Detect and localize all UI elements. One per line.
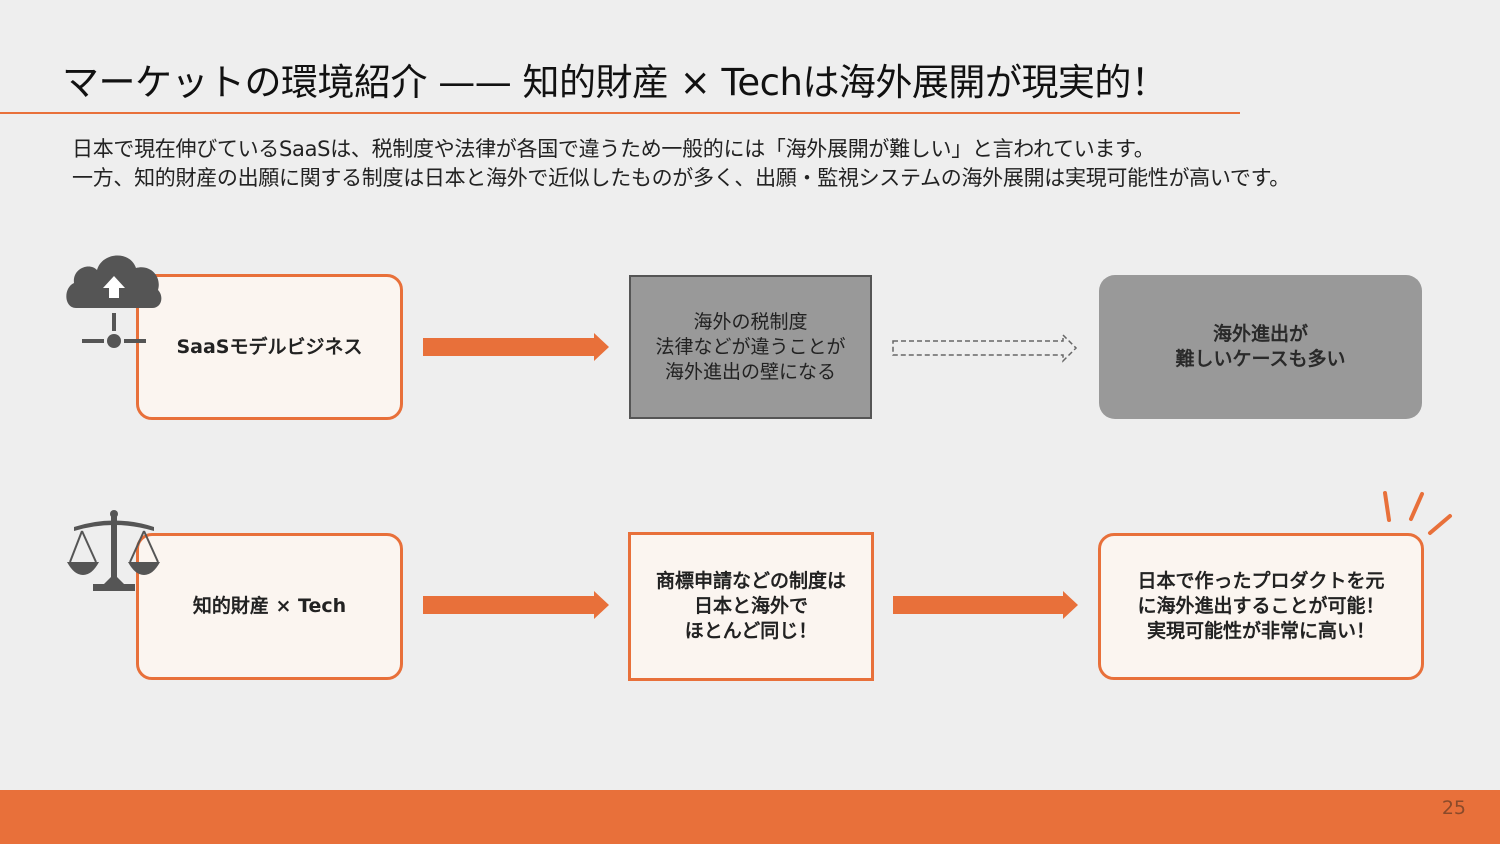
ip-start-label: 知的財産 × Tech bbox=[192, 595, 347, 617]
footer-bar bbox=[0, 790, 1500, 844]
saas-end-box: 海外進出が 難しいケースも多い bbox=[1099, 275, 1422, 419]
saas-middle-box: 海外の税制度 法律などが違うことが 海外進出の壁になる bbox=[629, 275, 872, 419]
ip-middle-box: 商標申請などの制度は 日本と海外で ほとんど同じ！ bbox=[628, 532, 874, 681]
page-title: マーケットの環境紹介 —— 知的財産 × Techは海外展開が現実的！ bbox=[62, 61, 1168, 104]
intro-line-1: 日本で現在伸びているSaaSは、税制度や法律が各国で違うため一般的には「海外展開… bbox=[72, 137, 1155, 161]
ip-start-box: 知的財産 × Tech bbox=[136, 533, 403, 680]
ip-arrow-2 bbox=[893, 591, 1078, 619]
saas-arrow-1 bbox=[423, 333, 609, 361]
intro-line-2: 一方、知的財産の出願に関する制度は日本と海外で近似したものが多く、出願・監視シス… bbox=[72, 166, 1290, 190]
cloud-upload-network-icon bbox=[66, 255, 162, 348]
saas-start-box: SaaSモデルビジネス bbox=[136, 274, 403, 420]
ip-end-box: 日本で作ったプロダクトを元 に海外進出することが可能！ 実現可能性が非常に高い！ bbox=[1098, 533, 1424, 680]
ip-middle-label: 商標申請などの制度は 日本と海外で ほとんど同じ！ bbox=[655, 570, 846, 642]
page-number: 25 bbox=[1441, 797, 1466, 819]
title-underline bbox=[0, 112, 1240, 114]
burst-lines-icon bbox=[1383, 491, 1452, 535]
intro-text: 日本で現在伸びているSaaSは、税制度や法律が各国で違うため一般的には「海外展開… bbox=[72, 135, 1290, 193]
saas-arrow-2-dashed bbox=[892, 333, 1078, 363]
saas-middle-label: 海外の税制度 法律などが違うことが 海外進出の壁になる bbox=[655, 310, 846, 383]
saas-end-label: 海外進出が 難しいケースも多い bbox=[1175, 323, 1346, 370]
ip-end-label: 日本で作ったプロダクトを元 に海外進出することが可能！ 実現可能性が非常に高い！ bbox=[1137, 570, 1385, 642]
ip-arrow-1 bbox=[423, 591, 609, 619]
balance-scale-icon bbox=[67, 510, 160, 591]
saas-start-label: SaaSモデルビジネス bbox=[176, 335, 363, 358]
